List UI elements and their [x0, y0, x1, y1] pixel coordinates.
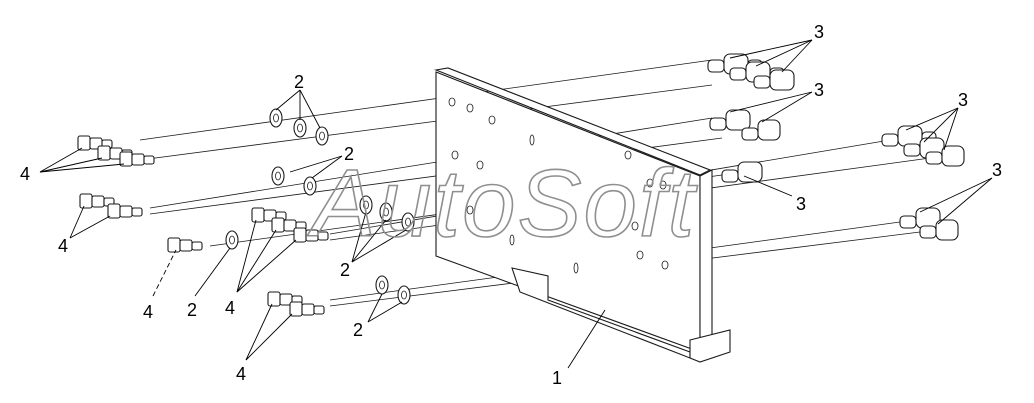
callout-2: 2: [294, 72, 304, 92]
callout-4: 4: [225, 298, 235, 318]
tee: [709, 109, 751, 131]
callout-3: 3: [814, 22, 824, 42]
callout-4: 4: [58, 236, 68, 256]
callout-4: 4: [143, 302, 153, 322]
callout-3: 3: [814, 80, 824, 100]
callout-2: 2: [340, 260, 350, 280]
washer: [379, 202, 393, 222]
watermark: AutoSoft: [307, 150, 698, 257]
fitting: [251, 207, 287, 223]
fitting: [79, 193, 115, 209]
washer: [315, 126, 329, 146]
washer: [293, 118, 307, 138]
callout-4: 4: [236, 364, 246, 384]
fitting: [267, 291, 303, 307]
fitting: [107, 203, 143, 219]
fitting: [119, 151, 155, 167]
leader-lines: [39, 39, 993, 369]
washer: [401, 212, 415, 232]
washer: [269, 108, 283, 128]
tee: [741, 119, 781, 141]
bracket-holes: [448, 97, 669, 274]
tee: [925, 145, 965, 167]
callout-2: 2: [353, 320, 363, 340]
tee-fittings: [707, 53, 965, 241]
tee: [899, 207, 941, 229]
mounting-bracket: [433, 67, 731, 363]
washer: [397, 285, 411, 305]
callout-3: 3: [992, 160, 1002, 180]
callout-2: 2: [187, 300, 197, 320]
washer: [375, 275, 389, 295]
callout-1: 1: [552, 368, 562, 388]
tee: [919, 219, 959, 241]
tee: [753, 69, 795, 91]
fitting: [293, 227, 329, 243]
callout-4: 4: [20, 164, 30, 184]
tee: [721, 161, 763, 183]
callout-2: 2: [344, 144, 354, 164]
straight-fittings: [77, 135, 329, 317]
fitting: [167, 237, 203, 253]
callout-3: 3: [958, 90, 968, 110]
washer: [303, 176, 317, 196]
callout-labels: 2 2 2 2 2 4 4 4 4 4 3 3 3 3 3 1: [20, 22, 1002, 388]
fitting: [289, 301, 325, 317]
callout-3: 3: [796, 194, 806, 214]
washer: [271, 166, 285, 186]
washer: [359, 195, 373, 215]
washer: [225, 230, 239, 250]
